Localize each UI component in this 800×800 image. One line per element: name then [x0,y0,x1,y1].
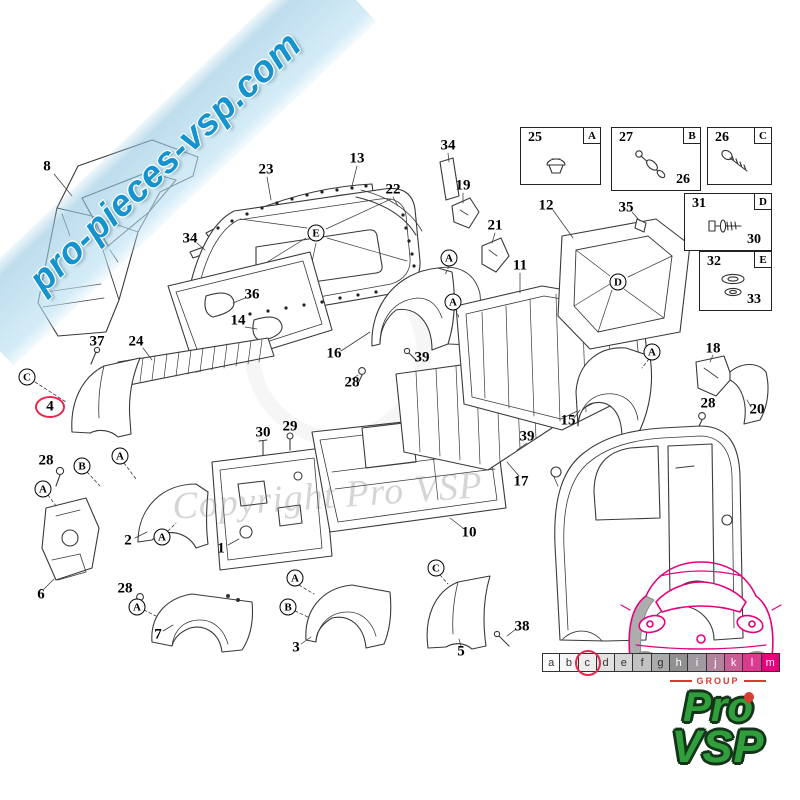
part-4-front-fender [71,357,141,438]
part-1-bulkhead-panel [211,447,333,571]
ribbon-dash [743,680,766,682]
part-3-wheel-liner [305,584,392,649]
part-39-fastener [403,347,418,362]
part-18-bracket [695,355,733,397]
provsp-logo: GROUP Pro VSP [646,676,790,773]
part-34-right-strip [439,157,460,201]
logo-group-text: GROUP [696,676,740,686]
leader-lines [43,152,752,647]
part-12-rear-frame [557,218,691,350]
part-29-bolt [286,432,294,451]
part-20-bracket [729,363,769,425]
part-5-front-fender [426,575,491,650]
ribbon-dash [670,680,693,682]
part-21-bracket [481,237,510,273]
part-16-wheel-liner [371,267,455,351]
logo-pro-text: Pro [682,683,753,730]
fastener-28c [55,466,65,487]
fastener-28d [134,593,144,612]
dashed-leaders [34,265,650,618]
part-35-clip [634,218,647,233]
logo-group-ribbon: GROUP [646,676,790,686]
part-6-bracket-assembly [41,497,100,581]
fastener-28a [356,367,366,387]
part-36-cowl-panel [167,251,333,373]
part-7-wheel-liner [151,593,254,653]
part-37-screw [90,346,101,365]
part-19-bracket [451,197,480,229]
logo-vsp-text: VSP [671,721,765,773]
part-30-stud [258,439,268,456]
rivet-dots [216,184,416,316]
part-38-screw [493,630,510,647]
